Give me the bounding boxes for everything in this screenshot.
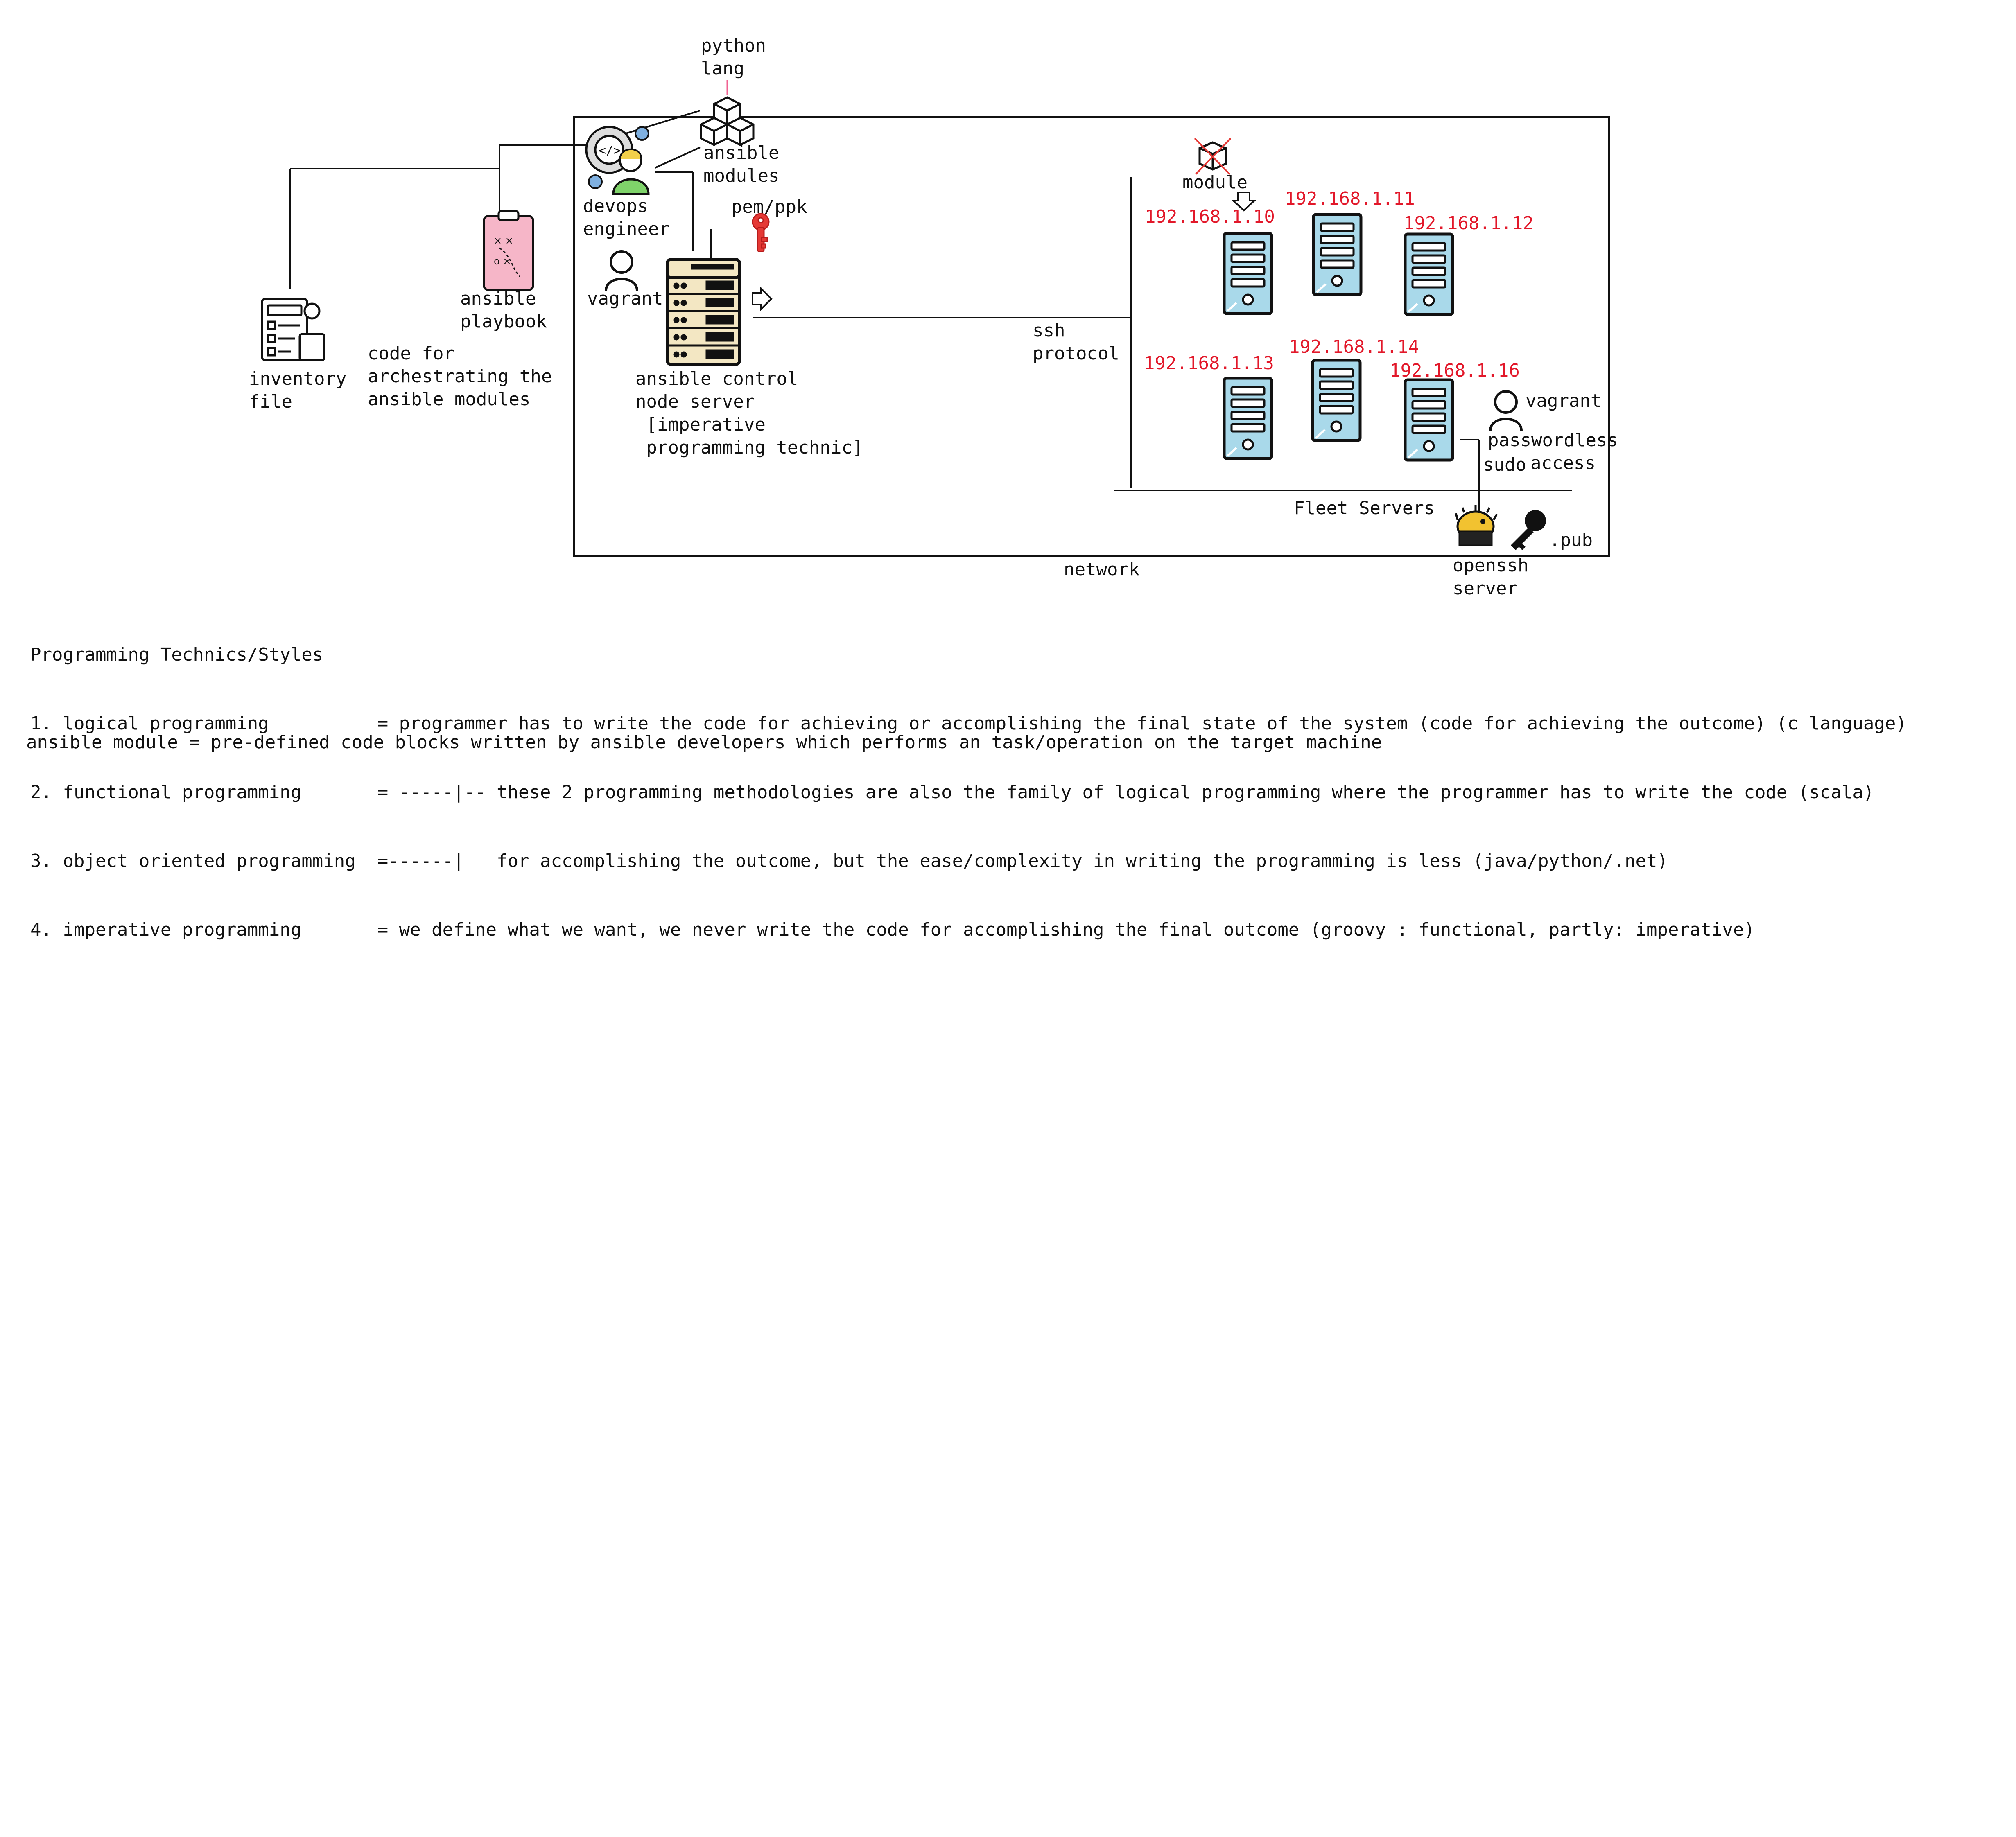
- server-ip-label: 192.168.1.13: [1144, 353, 1274, 374]
- module-label: module: [1182, 172, 1248, 193]
- notes-line: 4. imperative programming = we define wh…: [30, 919, 1755, 940]
- network-label: network: [1064, 559, 1140, 580]
- ssh-protocol-label: ssh protocol: [1033, 320, 1119, 364]
- server-icon: [1224, 378, 1272, 458]
- sudo-label: sudo: [1483, 454, 1526, 475]
- server-icon: [1313, 360, 1360, 440]
- fleet-servers-label: Fleet Servers: [1294, 498, 1435, 519]
- server-ip-label: 192.168.1.16: [1390, 360, 1520, 381]
- server-ip-label: 192.168.1.10: [1145, 206, 1275, 227]
- openssh-blowfish-icon: [1455, 505, 1498, 546]
- python-lang-label: python lang: [701, 35, 766, 79]
- vagrant-left-label: vagrant: [587, 288, 663, 309]
- clipboard-playbook-icon: × × o ×: [483, 210, 534, 291]
- server-rack-icon: [666, 258, 741, 366]
- passwordless-access-label: passwordless access: [1488, 430, 1618, 474]
- openssh-server-label: openssh server: [1453, 555, 1529, 599]
- server-ip-label: 192.168.1.11: [1285, 188, 1415, 209]
- inventory-file-label: inventory file: [249, 368, 347, 412]
- ansible-playbook-label: ansible playbook: [460, 288, 547, 332]
- black-key-icon: [1511, 510, 1546, 550]
- control-node-label: ansible control node server [imperative …: [635, 368, 863, 458]
- server-ip-label: 192.168.1.14: [1289, 336, 1419, 357]
- notes-line: 2. functional programming = -----|-- the…: [30, 782, 1874, 803]
- vagrant-right-label: vagrant: [1526, 390, 1602, 411]
- server-icon: [1405, 234, 1453, 314]
- server-icon: [1313, 214, 1361, 295]
- server-icon: [1405, 380, 1453, 460]
- notes-line: 1. logical programming = programmer has …: [30, 713, 1907, 734]
- network-boundary: [573, 116, 1610, 557]
- crossed-cube-icon: [1194, 138, 1232, 175]
- ansible-modules-label: ansible modules: [703, 142, 780, 186]
- inventory-list-icon: [261, 298, 325, 361]
- arrow-down-icon: [1231, 192, 1257, 212]
- server-icon: [1224, 233, 1272, 314]
- pem-ppk-label: pem/ppk: [731, 196, 807, 217]
- developer-gear-icon: </>: [585, 126, 650, 195]
- svg-text:</>: </>: [599, 144, 621, 158]
- cubes-icon: [700, 96, 755, 146]
- notes-line: 3. object oriented programming =------| …: [30, 851, 1668, 871]
- key-icon: [752, 213, 770, 252]
- programming-styles-notes: Programming Technics/Styles 1. logical p…: [30, 598, 1907, 964]
- user-outline-icon: [1490, 391, 1521, 431]
- svg-text:× ×: × ×: [494, 235, 513, 246]
- user-outline-icon: [606, 251, 637, 291]
- code-for-label: code for archestrating the ansible modul…: [368, 343, 552, 410]
- notes-heading: Programming Technics/Styles: [30, 644, 323, 665]
- pub-label: .pub: [1549, 530, 1593, 551]
- ansible-module-definition: ansible module = pre-defined code blocks…: [26, 732, 1382, 753]
- server-ip-label: 192.168.1.12: [1404, 213, 1534, 234]
- devops-engineer-label: devops engineer: [583, 196, 670, 239]
- svg-text:o ×: o ×: [494, 255, 511, 267]
- arrow-icon: [752, 286, 773, 311]
